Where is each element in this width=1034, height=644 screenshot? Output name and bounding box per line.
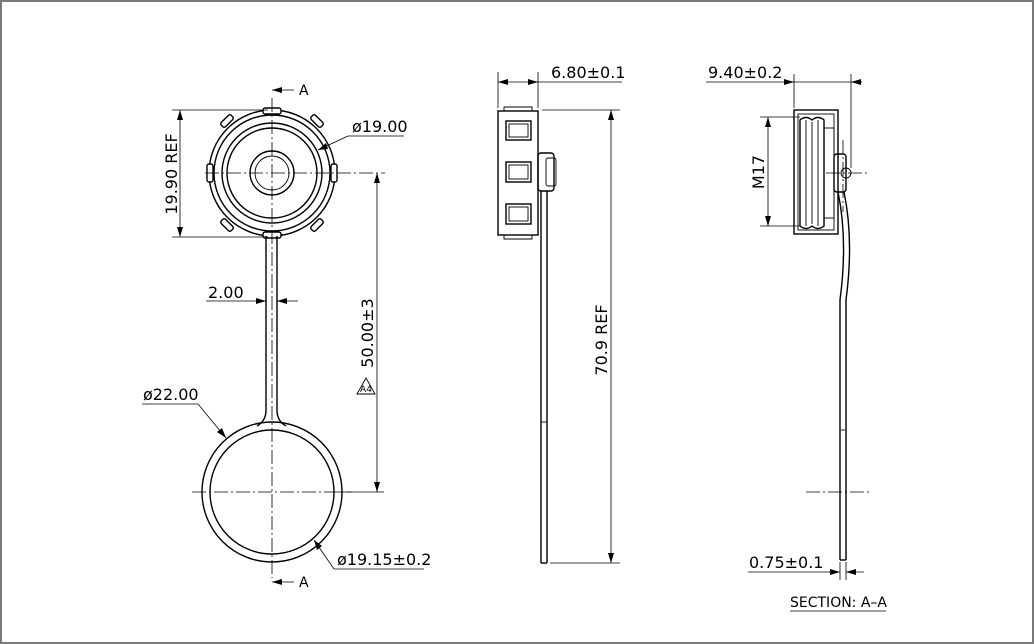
note-tag: A4 — [356, 377, 376, 395]
ring-inner-label: ø19.15±0.2 — [337, 550, 431, 569]
side-thickness-dimension: 6.80±0.1 — [497, 63, 625, 108]
ring-outer-callout: ø22.00 — [142, 385, 227, 439]
center-distance-dimension: 50.00±3 — [338, 173, 384, 493]
side-thickness-label: 6.80±0.1 — [551, 63, 625, 82]
ring-inner-callout: ø19.15±0.2 — [313, 539, 431, 570]
section-caption: SECTION: A–A — [790, 595, 887, 612]
section-view — [793, 109, 872, 561]
section-letter-top: A — [299, 83, 309, 99]
section-depth-dimension: 9.40±0.2 — [706, 63, 862, 168]
strap-thickness-dimension: 0.75±0.1 — [748, 553, 864, 580]
section-letter-bottom: A — [299, 575, 309, 591]
strap-width-dimension: 2.00 — [206, 283, 298, 304]
strap-thickness-label: 0.75±0.1 — [749, 553, 823, 572]
face-diameter-callout: ø19.00 — [317, 117, 408, 151]
section-marker-bottom: A — [272, 575, 309, 591]
overall-length-label: 70.9 REF — [592, 304, 611, 375]
note-tag-label: A4 — [360, 385, 372, 395]
strap-width-label: 2.00 — [208, 283, 244, 302]
front-view — [192, 98, 385, 578]
overall-length-dimension: 70.9 REF — [542, 109, 620, 564]
center-distance-label: 50.00±3 — [358, 298, 377, 367]
thread-label: M17 — [749, 155, 768, 189]
ring-outer-label: ø22.00 — [143, 385, 199, 404]
thread-dimension: M17 — [749, 116, 800, 227]
face-height-dimension: 19.90 REF — [162, 109, 268, 238]
side-view — [497, 106, 557, 564]
face-height-label: 19.90 REF — [162, 133, 181, 214]
section-caption-label: SECTION: A–A — [790, 595, 887, 611]
section-marker-top: A — [272, 83, 309, 99]
section-depth-label: 9.40±0.2 — [708, 63, 782, 82]
face-diameter-label: ø19.00 — [352, 117, 408, 136]
